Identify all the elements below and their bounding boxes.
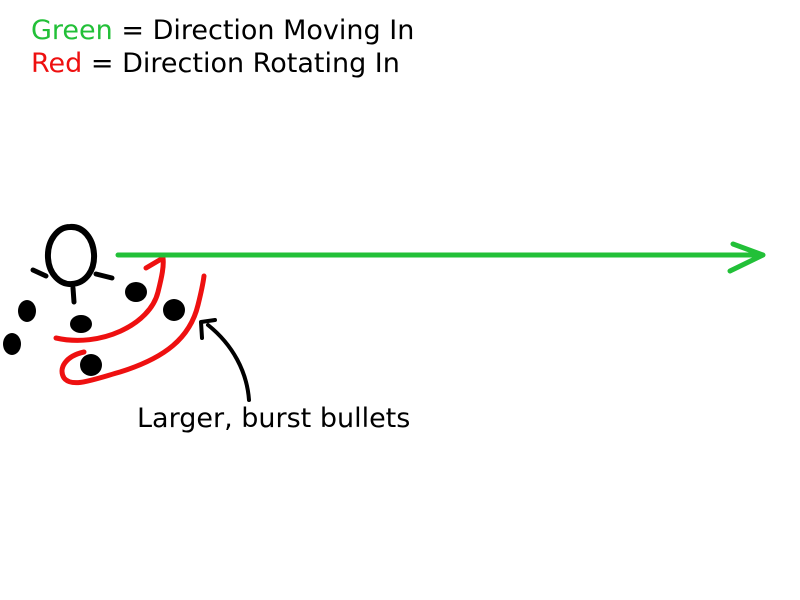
bullet xyxy=(70,315,92,333)
legend-separator: = xyxy=(112,15,153,46)
pointer-arrow-head xyxy=(199,318,217,340)
ship-right-limb xyxy=(93,271,115,281)
legend-meaning: Direction Moving In xyxy=(152,15,415,46)
legend-meaning: Direction Rotating In xyxy=(122,48,400,79)
legend: Green = Direction Moving In Red = Direct… xyxy=(31,14,414,80)
legend-separator: = xyxy=(82,48,123,79)
bullet-annotation: Larger, burst bullets xyxy=(137,403,411,434)
ship-bottom-limb xyxy=(70,285,77,305)
legend-color-word: Green xyxy=(31,15,113,46)
movement-arrow-head xyxy=(727,241,766,274)
bullet xyxy=(18,300,36,322)
rotation-arc-outer xyxy=(59,273,207,386)
ship-head xyxy=(44,224,98,288)
rotation-arc-inner xyxy=(53,255,166,343)
legend-color-word: Red xyxy=(31,48,83,79)
bullet xyxy=(3,333,21,355)
ship-left-limb xyxy=(30,267,49,279)
pointer-arrow-shaft xyxy=(206,323,251,402)
bullet xyxy=(80,354,102,376)
bullet xyxy=(163,299,185,321)
legend-item-red: Red = Direction Rotating In xyxy=(31,47,414,80)
bullet xyxy=(125,282,147,302)
legend-item-green: Green = Direction Moving In xyxy=(31,14,414,47)
